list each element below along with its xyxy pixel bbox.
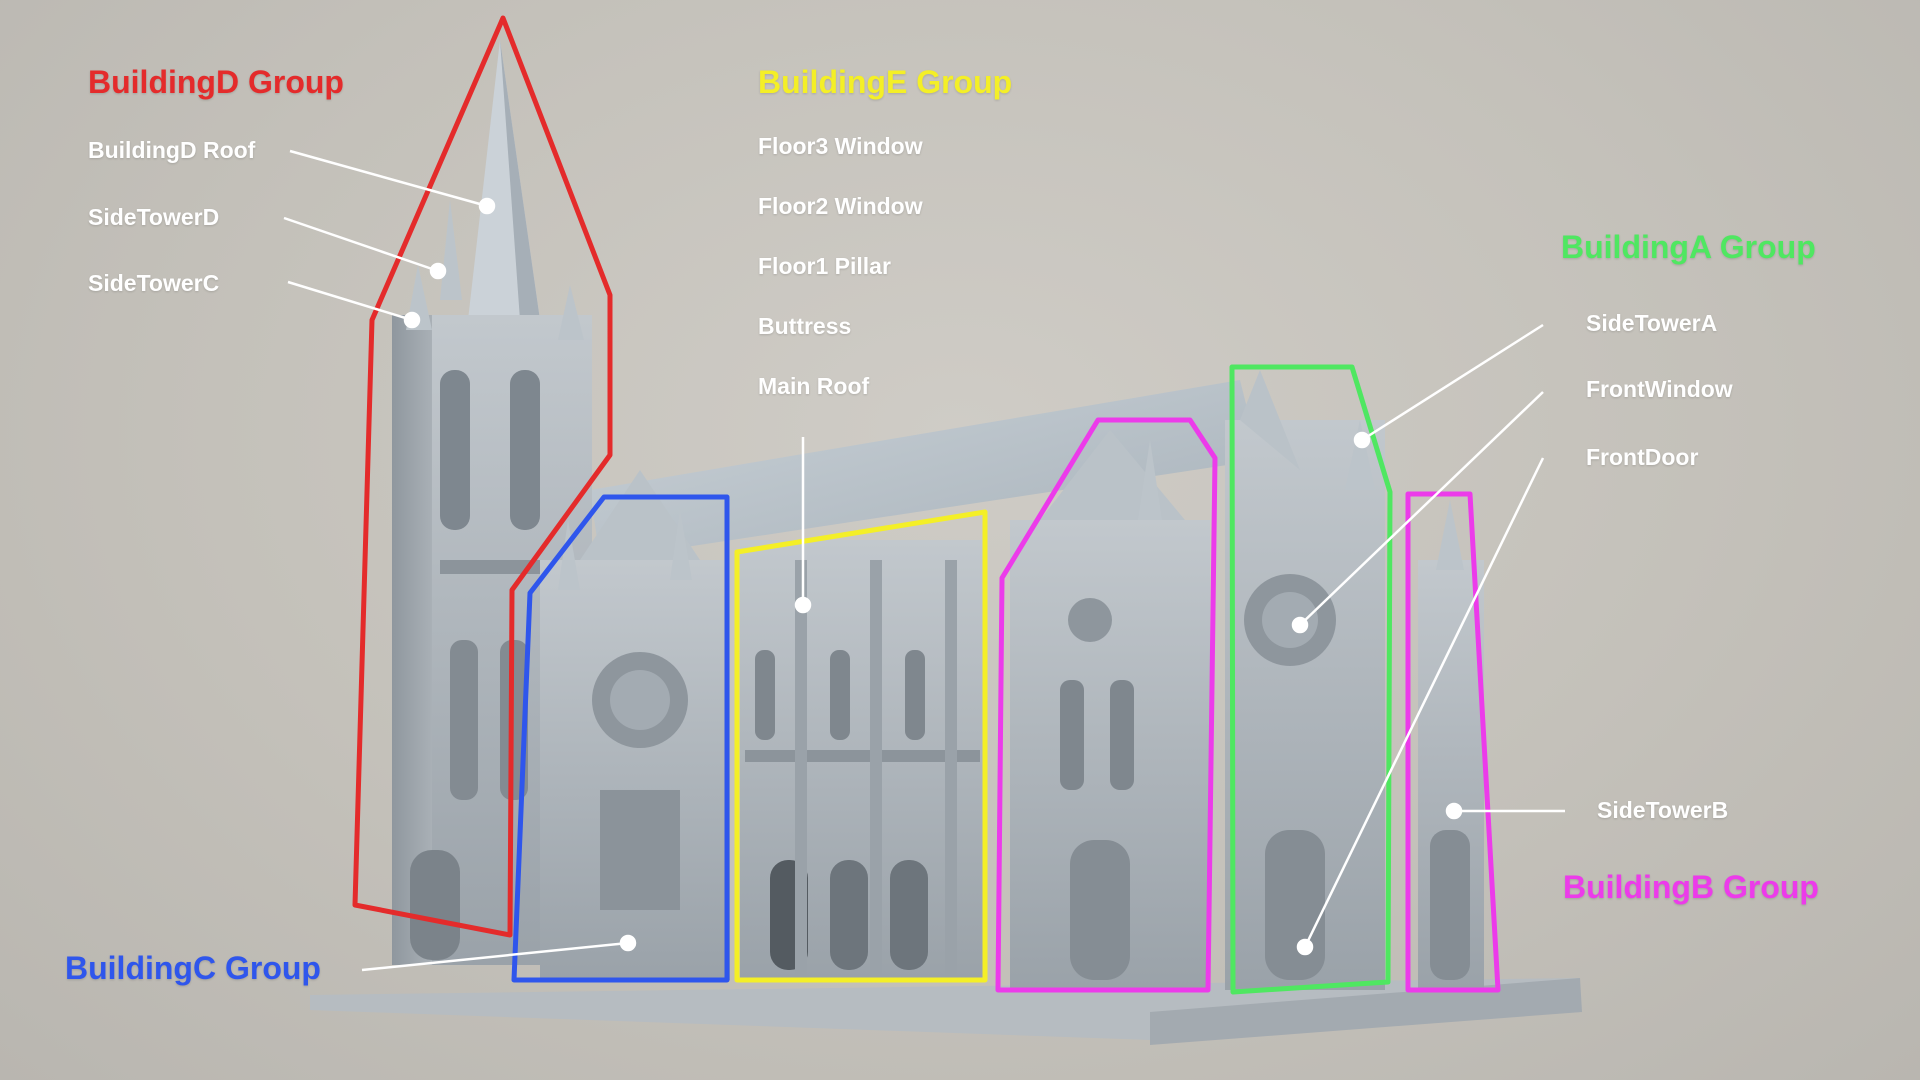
side-tower-b-outline: [1405, 491, 1501, 993]
sidetowerc-label: SideTowerC: [88, 270, 220, 296]
cathedral-model: [310, 40, 1582, 1045]
building-d-outline: [352, 15, 613, 938]
building-a-model: [1225, 370, 1385, 990]
building-b-model: [1010, 430, 1210, 990]
sidetowerd-label: SideTowerD: [88, 204, 220, 230]
floor2-window-label: Floor2 Window: [758, 193, 923, 219]
building-e-outline: [734, 509, 988, 983]
building-b-outline: [995, 417, 1218, 993]
building-c-outline: [511, 494, 730, 983]
leader-frontwindow: [1299, 391, 1544, 626]
buildingc-group-title: BuildingC Group: [65, 950, 321, 986]
floor3-window-label: Floor3 Window: [758, 133, 923, 159]
leader-sidetowerc: [287, 280, 413, 322]
buildinga-group-title: BuildingA Group: [1561, 229, 1816, 265]
building-e-model: [740, 540, 985, 980]
floor1-pillar-label: Floor1 Pillar: [758, 253, 891, 279]
buildingb-group-title: BuildingB Group: [1563, 869, 1819, 905]
side-tower-b-model: [1418, 500, 1484, 990]
sidetowerb-label: SideTowerB: [1597, 797, 1729, 823]
main-roof-label: Main Roof: [758, 373, 870, 399]
building-c-model: [540, 470, 730, 980]
buttress-label: Buttress: [758, 313, 852, 339]
buildingd-group-title: BuildingD Group: [88, 64, 344, 100]
building-d-model: [392, 40, 592, 965]
sidetowera-label: SideTowerA: [1586, 310, 1718, 336]
leader-buildingc: [361, 941, 629, 972]
frontwindow-label: FrontWindow: [1586, 376, 1733, 402]
leader-buildingd-roof: [289, 149, 488, 208]
leader-sidetowera: [1361, 323, 1544, 442]
frontdoor-label: FrontDoor: [1586, 444, 1699, 470]
buildinge-group-title: BuildingE Group: [758, 64, 1013, 100]
buildingd-roof-label: BuildingD Roof: [88, 137, 256, 163]
building-a-outline: [1229, 364, 1393, 995]
leader-sidetowerd: [283, 216, 439, 273]
leader-frontdoor: [1303, 457, 1545, 948]
